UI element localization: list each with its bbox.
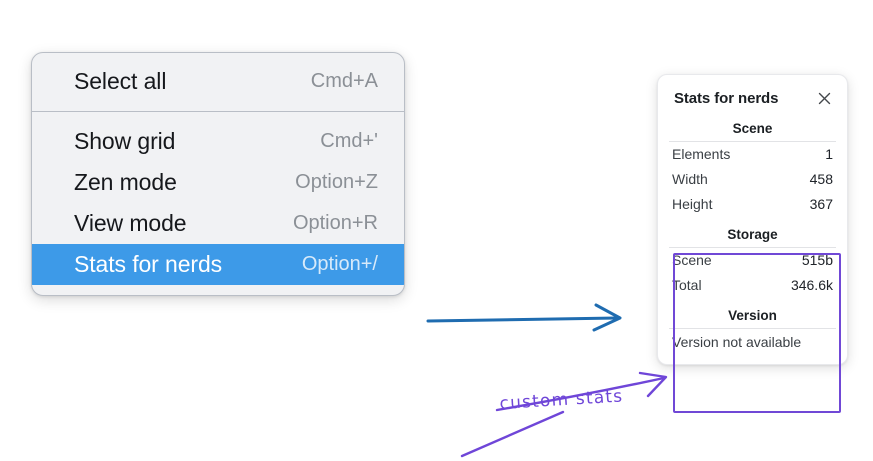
stats-row-key: Height	[672, 196, 713, 212]
menu-group-2: Show grid Cmd+' Zen mode Option+Z View m…	[32, 121, 404, 285]
stats-row-value: 458	[809, 171, 833, 187]
menu-item-label: View mode	[74, 210, 187, 236]
menu-item-shortcut: Option+/	[301, 253, 378, 275]
section-divider	[669, 328, 836, 329]
menu-item-label: Select all	[74, 68, 167, 94]
menu-item-shortcut: Cmd+A	[310, 70, 378, 92]
section-divider	[669, 247, 836, 248]
section-divider	[669, 141, 836, 142]
menu-item-shortcut: Cmd+'	[320, 130, 378, 152]
stats-row-value: 1	[825, 146, 833, 162]
stats-row: Scene 515b	[658, 248, 847, 273]
annotation-custom-stats-label: custom stats	[499, 386, 624, 414]
menu-item-stats-for-nerds[interactable]: Stats for nerds Option+/	[32, 244, 404, 285]
stats-panel-header: Stats for nerds	[658, 85, 847, 111]
stats-row-value: 515b	[801, 252, 833, 268]
menu-item-shortcut: Option+R	[292, 212, 378, 234]
stats-row-key: Total	[672, 277, 702, 293]
stats-row: Total 346.6k	[658, 273, 847, 298]
stats-row-key: Scene	[672, 252, 712, 268]
stats-row-key: Elements	[672, 146, 731, 162]
menu-item-view-mode[interactable]: View mode Option+R	[32, 203, 404, 244]
menu-item-show-grid[interactable]: Show grid Cmd+'	[32, 121, 404, 162]
section-heading: Scene	[732, 121, 773, 136]
version-note: Version not available	[672, 334, 802, 350]
blue-arrow-icon	[426, 303, 622, 332]
stats-section-version: Version Version not available	[658, 298, 847, 352]
stats-panel-title: Stats for nerds	[674, 89, 779, 107]
menu-item-zen-mode[interactable]: Zen mode Option+Z	[32, 162, 404, 203]
menu-separator	[32, 111, 404, 112]
stats-row-value: 346.6k	[790, 277, 833, 293]
menu-item-label: Show grid	[74, 128, 176, 154]
stats-row-key: Width	[672, 171, 708, 187]
section-heading: Version	[728, 308, 777, 323]
section-heading: Storage	[727, 227, 778, 242]
stats-row: Height 367	[658, 192, 847, 217]
menu-item-select-all[interactable]: Select all Cmd+A	[32, 61, 404, 102]
menu-item-shortcut: Option+Z	[295, 171, 378, 193]
stats-section-scene: Scene Elements 1 Width 458 Height 367	[658, 111, 847, 217]
context-menu[interactable]: Select all Cmd+A Show grid Cmd+' Zen mod…	[31, 52, 405, 296]
menu-item-label: Stats for nerds	[74, 251, 223, 277]
menu-group-1: Select all Cmd+A	[32, 61, 404, 102]
stats-row: Width 458	[658, 167, 847, 192]
stats-section-storage: Storage Scene 515b Total 346.6k	[658, 217, 847, 298]
close-icon[interactable]	[816, 90, 833, 107]
stats-row-value: 367	[809, 196, 833, 212]
purple-underline-stroke-icon	[460, 410, 565, 458]
stats-row: Elements 1	[658, 142, 847, 167]
stats-for-nerds-panel[interactable]: Stats for nerds Scene Elements 1 Width 4…	[657, 74, 848, 365]
menu-item-label: Zen mode	[74, 169, 177, 195]
